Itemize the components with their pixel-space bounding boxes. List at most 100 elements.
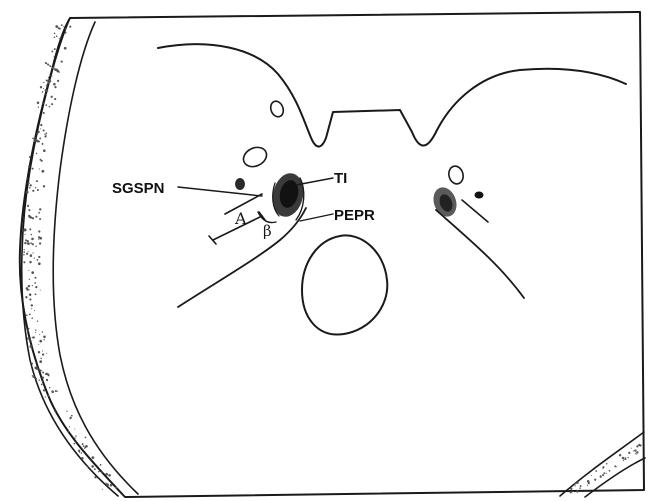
stipple-dot (40, 86, 42, 88)
stipple-dot (32, 285, 33, 286)
stipple-dot (28, 289, 29, 290)
right-petrous-inner-line (462, 200, 488, 222)
stipple-dot (27, 182, 29, 184)
stipple-dot (29, 345, 32, 348)
right-cortical-inner (560, 432, 644, 496)
stipple-dot (38, 379, 40, 381)
stipple-dot (46, 353, 47, 354)
stipple-dot (42, 102, 44, 104)
stipple-dot (624, 458, 626, 460)
stipple-dot (636, 454, 637, 455)
stipple-dot (39, 137, 41, 139)
stipple-dot (51, 103, 53, 105)
stipple-dot (38, 239, 39, 240)
stipple-dot (65, 32, 66, 33)
stipple-dot (24, 234, 25, 235)
stipple-dot (106, 483, 109, 486)
stipple-dot (43, 112, 45, 114)
stipple-dot (636, 445, 638, 447)
stipple-dot (94, 468, 96, 470)
stipple-dot (54, 56, 55, 57)
stipple-dot (74, 428, 75, 429)
stipple-dot (31, 304, 33, 306)
stipple-dot (580, 485, 582, 487)
stipple-dot (57, 80, 59, 82)
stipple-dot (69, 417, 71, 419)
stipple-dot (31, 308, 32, 309)
stipple-dot (38, 107, 39, 108)
stipple-dot (619, 454, 621, 456)
stipple-dot (40, 358, 41, 359)
sgspn-leader-line (178, 187, 262, 196)
stipple-dot (34, 257, 35, 258)
stipple-dot (40, 159, 42, 161)
stipple-dot (42, 144, 43, 145)
stipple-dot (32, 168, 34, 170)
stipple-dot (78, 450, 80, 452)
stipple-dot (33, 376, 35, 378)
stipple-dot (35, 362, 36, 363)
stipple-dot (49, 387, 50, 388)
stipple-dot (38, 256, 40, 258)
stipple-dot (51, 96, 53, 98)
stipple-dot (49, 106, 51, 108)
stipple-dot (42, 353, 44, 355)
cortical-stipple (23, 24, 641, 493)
stipple-dot (56, 35, 58, 37)
stipple-dot (59, 71, 60, 72)
stipple-dot (38, 212, 40, 214)
stipple-dot (36, 180, 38, 182)
stipple-dot (570, 491, 572, 493)
stipple-dot (81, 457, 84, 460)
stipple-dot (54, 37, 55, 38)
stipple-dot (31, 234, 32, 235)
stipple-dot (35, 378, 37, 380)
stipple-dot (64, 47, 67, 50)
stipple-dot (606, 473, 607, 474)
stipple-dot (46, 84, 48, 86)
stipple-dot (55, 390, 57, 392)
sgspn-label: SGSPN (112, 180, 165, 197)
stipple-dot (48, 77, 49, 78)
stipple-dot (31, 363, 33, 365)
cranium-outline (20, 12, 644, 497)
stipple-dot (111, 485, 112, 486)
left-cortical-outer (22, 18, 118, 496)
stipple-dot (66, 411, 67, 412)
stipple-dot (26, 314, 28, 316)
stipple-dot (23, 261, 25, 263)
left-foramen-ovale (240, 144, 269, 170)
stipple-dot (30, 216, 32, 218)
stipple-dot (45, 93, 46, 94)
stipple-dot (75, 441, 76, 442)
stipple-dot (45, 134, 46, 135)
stipple-dot (39, 242, 41, 244)
stipple-dot (50, 66, 51, 67)
stipple-dot (55, 25, 58, 28)
stipple-dot (602, 474, 604, 476)
stipple-dot (633, 450, 634, 451)
stipple-dot (39, 340, 42, 343)
stipple-dot (573, 491, 574, 492)
stipple-dot (46, 133, 48, 135)
stipple-dot (588, 482, 590, 484)
stipple-dot (44, 134, 45, 135)
stipple-dot (47, 373, 49, 375)
stipple-dot (38, 262, 41, 265)
stipple-dot (595, 470, 597, 472)
stipple-dot (576, 482, 578, 484)
stipple-dot (43, 185, 45, 187)
stipple-dot (29, 279, 30, 280)
stipple-dot (91, 465, 94, 468)
stipple-dot (28, 270, 29, 271)
stipple-dot (35, 286, 37, 288)
stipple-dot (34, 282, 36, 284)
stipple-dot (25, 296, 27, 298)
stipple-dot (51, 75, 53, 77)
stipple-dot (639, 445, 641, 447)
stipple-dot (92, 456, 95, 459)
stipple-dot (42, 381, 43, 382)
stipple-dot (38, 131, 40, 133)
stipple-dot (54, 48, 56, 50)
stipple-dot (43, 82, 44, 83)
